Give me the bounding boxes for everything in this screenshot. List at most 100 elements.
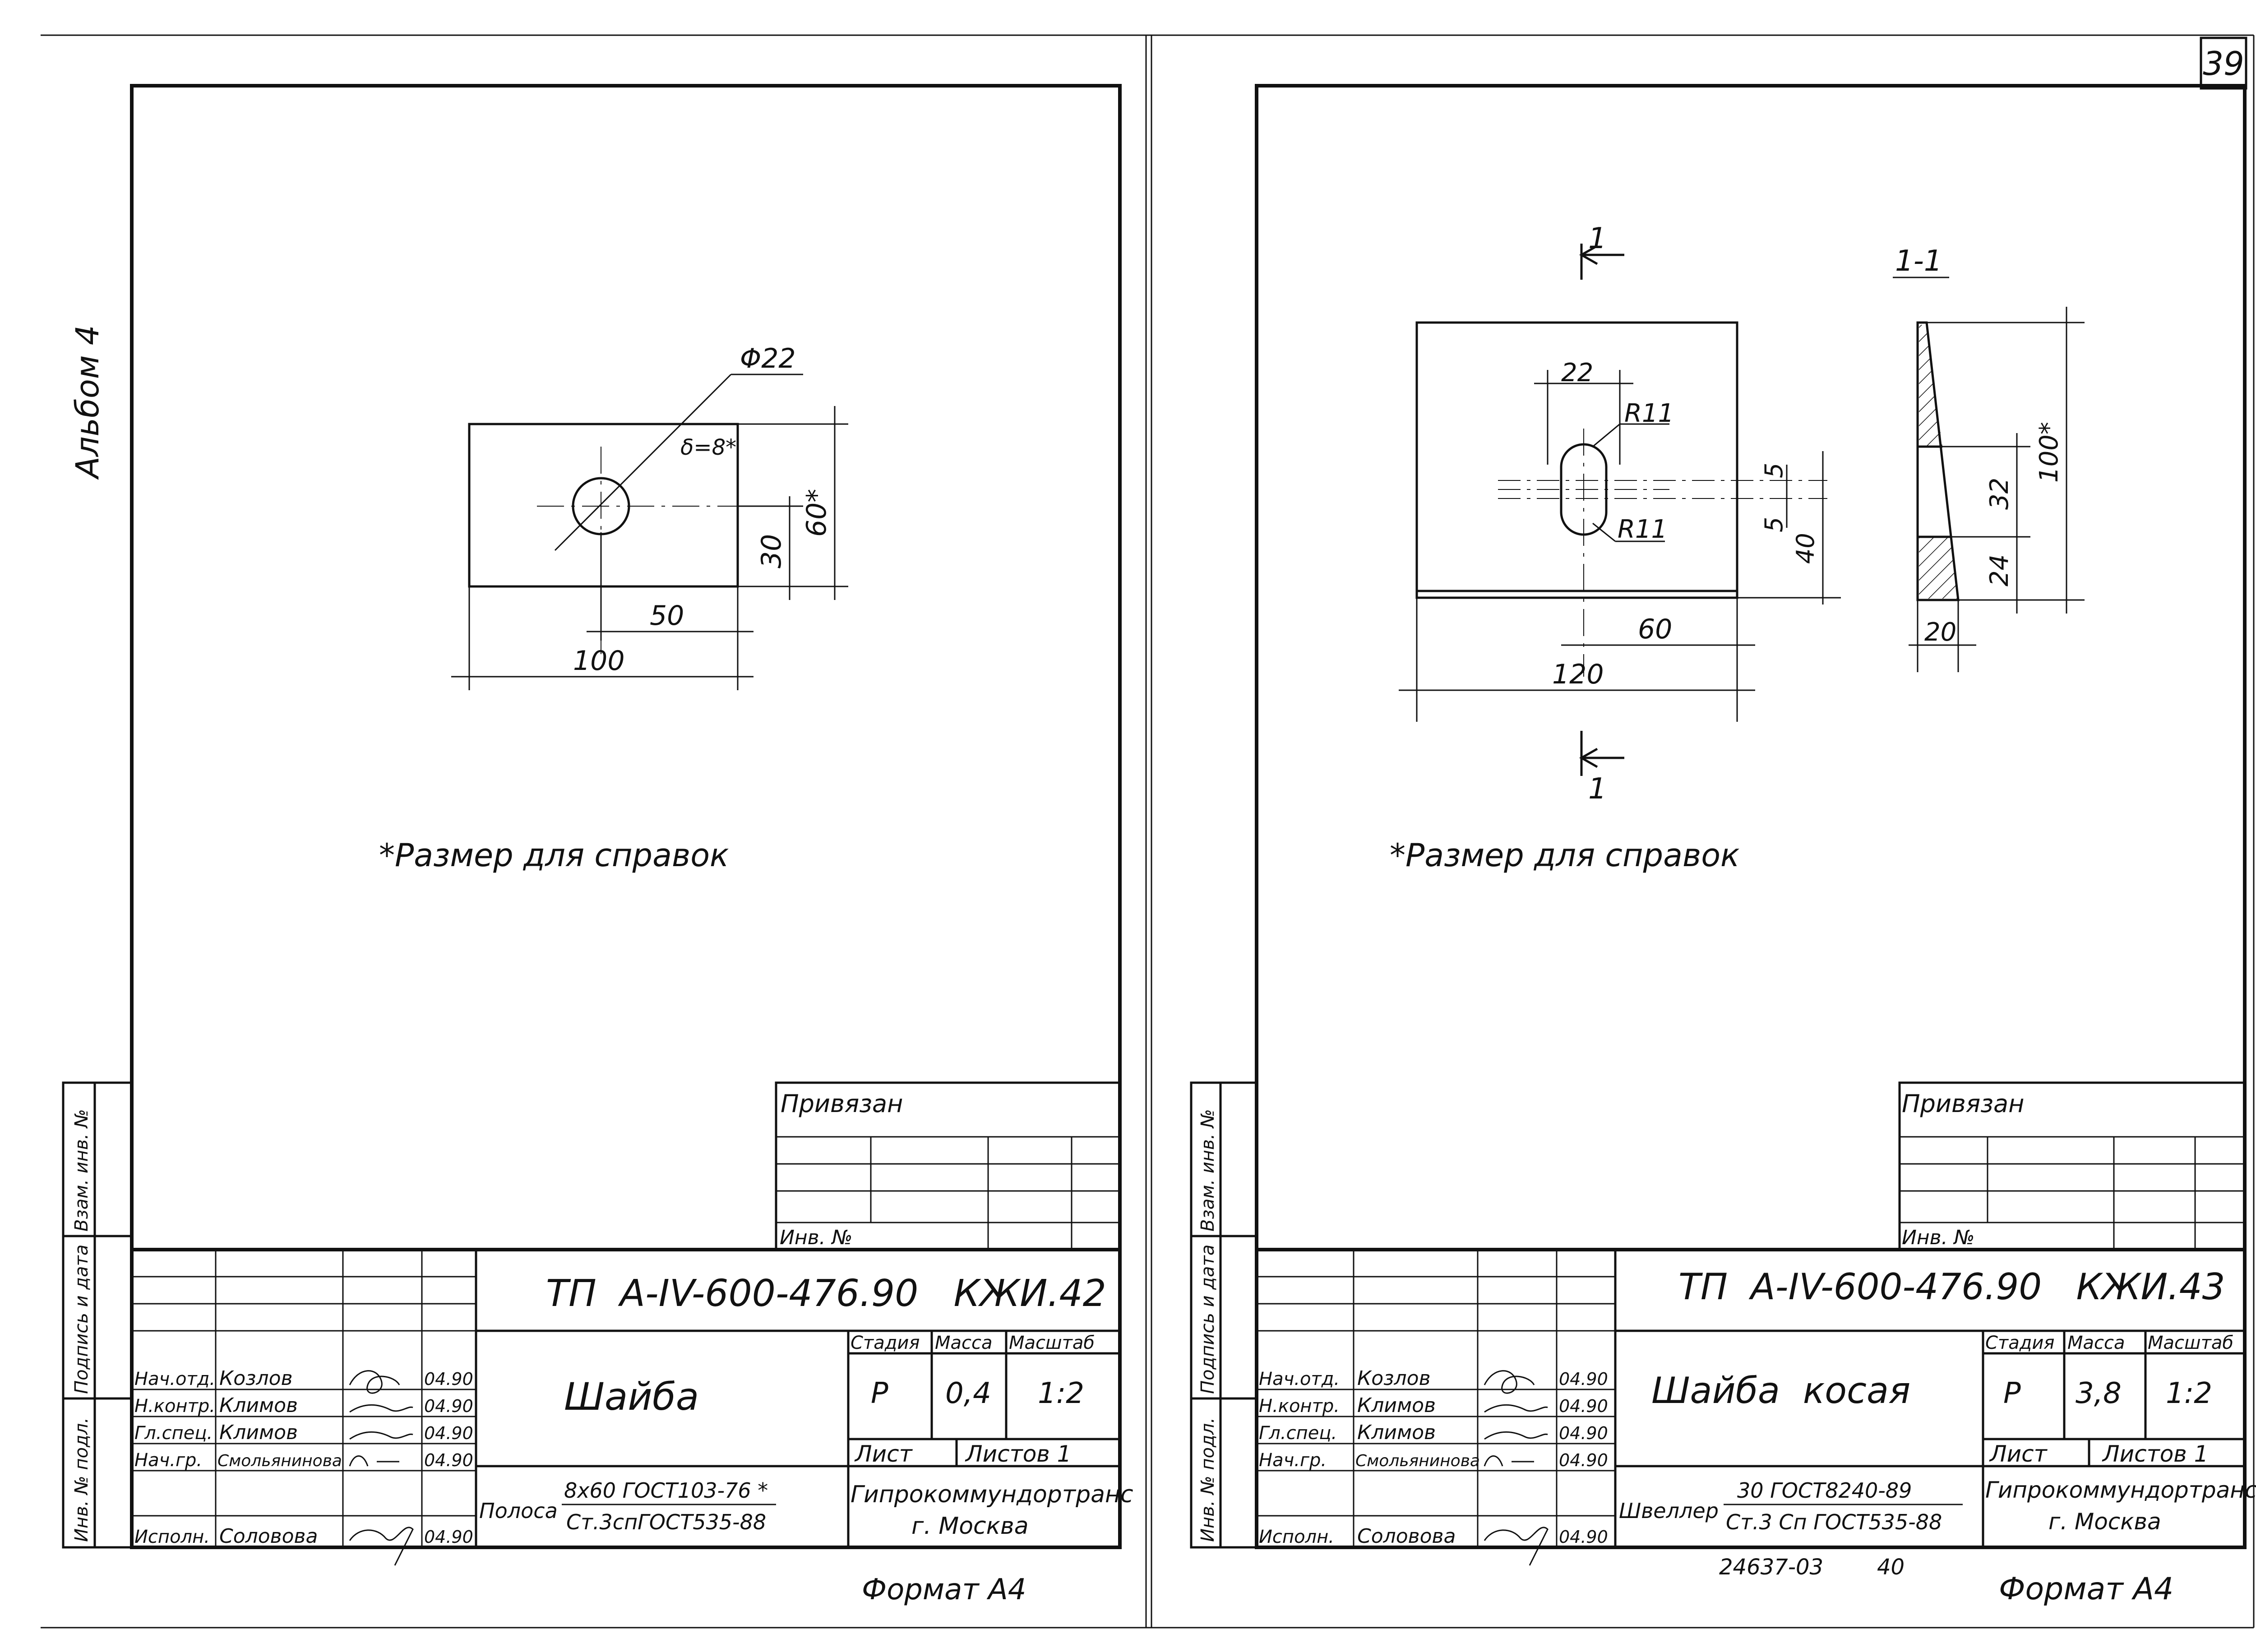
left-org-line1: Гипрокоммундортранс (851, 1481, 1133, 1508)
right-mass: 3,8 (2076, 1377, 2122, 1410)
left-format: Формат А4 (862, 1573, 1026, 1606)
right-attached-label: Привязан (1902, 1089, 2024, 1118)
left-side-stamp-1: Инв. № подл. (71, 1417, 92, 1542)
right-signer-role: Нач.гр. (1259, 1450, 1327, 1471)
left-signer-role: Нач.гр. (134, 1450, 202, 1471)
right-signature (1484, 1404, 1548, 1413)
left-header-stage: Стадия (851, 1333, 920, 1353)
right-signer-date: 04.90 (1559, 1396, 1608, 1416)
left-attached-block: Привязан Инв. № (775, 1081, 1121, 1251)
right-dim-r-top: R11 (1624, 399, 1674, 428)
left-header-scale: Масштаб (1009, 1333, 1095, 1353)
right-signer-name: Соловова (1357, 1525, 1456, 1548)
left-signer-row: Н.контр. Климов 04.90 (134, 1394, 473, 1417)
left-signature (349, 1431, 413, 1440)
left-signer-name: Климов (219, 1421, 298, 1444)
left-side-stamp-2: Подпись и дата (71, 1245, 92, 1394)
left-signer-row: Нач.гр. Смольянинова 04.90 (134, 1450, 473, 1471)
page-number-box: 39 (2200, 37, 2247, 90)
right-org-line2: г. Москва (2048, 1509, 2161, 1535)
outer-frame (41, 34, 2255, 1629)
right-material-bottom: Ст.3 Сп ГОСТ535-88 (1726, 1510, 1942, 1534)
left-dim-width: 100 (573, 645, 625, 677)
left-note: *Размер для справок (379, 837, 729, 874)
right-signer-role: Нач.отд. (1259, 1369, 1340, 1389)
left-sheets-label: Листов 1 (965, 1441, 1071, 1467)
right-material-prefix: Швеллер (1619, 1499, 1719, 1523)
right-dim-h32: 32 (1985, 478, 2014, 510)
left-material-bottom: Ст.3спГОСТ535-88 (566, 1510, 766, 1534)
right-side-stamp: Инв. № подл. Подпись и дата Взам. инв. № (1190, 1081, 1258, 1549)
right-washer-plan: 1 22 R11 R11 5 (1399, 222, 1841, 806)
right-header-stage: Стадия (1985, 1333, 2054, 1353)
right-signer-name: Климов (1357, 1421, 1436, 1444)
right-signer-role: Гл.спец. (1259, 1423, 1337, 1444)
right-stage: Р (2003, 1377, 2021, 1410)
right-inv-label: Инв. № (1902, 1226, 1974, 1249)
right-sheets-label: Листов 1 (2102, 1441, 2208, 1467)
right-signer-date: 04.90 (1559, 1369, 1608, 1389)
right-signer-name: Климов (1357, 1394, 1436, 1417)
right-signature (1484, 1431, 1548, 1440)
right-org-line1: Гипрокоммундортранс (1985, 1477, 2256, 1503)
right-scale: 1:2 (2166, 1377, 2212, 1410)
left-signer-role: Гл.спец. (134, 1423, 213, 1444)
right-signature (1484, 1455, 1534, 1467)
left-doc-code: ТП А-IV-600-476.90 КЖИ.42 (546, 1272, 1106, 1315)
left-signer-name: Климов (219, 1394, 298, 1417)
left-washer-drawing: Φ22 δ=8* 60* 30 50 100 (451, 343, 848, 690)
right-side-stamp-1: Инв. № подл. (1197, 1417, 1218, 1542)
right-signer-row: Гл.спец. Климов 04.90 (1259, 1421, 1608, 1444)
left-header-mass: Масса (935, 1333, 993, 1353)
right-signature (1484, 1370, 1535, 1394)
right-signer-name: Смольянинова (1355, 1452, 1480, 1470)
right-header-mass: Масса (2067, 1333, 2125, 1353)
page-number: 39 (2203, 45, 2244, 83)
left-side-stamp: Инв. № подл. Подпись и дата Взам. инв. № (62, 1081, 133, 1549)
left-signature (349, 1404, 413, 1413)
right-title-block: ТП А-IV-600-476.90 КЖИ.43 Шайба косая Ст… (1255, 1248, 2256, 1566)
left-stage: Р (871, 1377, 888, 1410)
right-dim-gap-top: 5 (1760, 463, 1788, 478)
right-sheet: Инв. № подл. Подпись и дата Взам. инв. №… (1190, 84, 2256, 1607)
left-attached-label: Привязан (781, 1089, 903, 1118)
left-inv-label: Инв. № (780, 1226, 852, 1249)
left-signer-date: 04.90 (424, 1396, 473, 1416)
right-section-mark-bottom: 1 (1588, 772, 1607, 806)
left-signer-date: 04.90 (424, 1369, 473, 1389)
left-signer-role: Н.контр. (134, 1396, 215, 1417)
left-dim-height: 60* (801, 489, 832, 537)
left-org-line2: г. Москва (911, 1513, 1029, 1540)
right-attached-block: Привязан Инв. № (1898, 1081, 2246, 1251)
left-signer-row: Гл.спец. Климов 04.90 (134, 1421, 473, 1444)
right-material-top: 30 ГОСТ8240-89 (1737, 1478, 1912, 1503)
right-signer-role: Исполн. (1259, 1527, 1334, 1547)
right-header-scale: Масштаб (2148, 1333, 2233, 1353)
left-material-prefix: Полоса (479, 1499, 558, 1523)
left-dim-hole-y: 30 (756, 534, 787, 568)
left-signature (349, 1370, 400, 1394)
right-doc-code: ТП А-IV-600-476.90 КЖИ.43 (1678, 1266, 2225, 1308)
right-title: Шайба косая (1651, 1370, 1910, 1412)
left-dim-diameter: Φ22 (740, 343, 796, 374)
left-signer-row: Исполн. Соловова 04.90 (134, 1525, 473, 1548)
right-dim-h24: 24 (1985, 554, 2014, 586)
right-section-view: 1-1 100* 32 24 20 (1893, 245, 2085, 672)
right-inner-frame (1255, 84, 2247, 1549)
right-signer-row: Нач.отд. Козлов 04.90 (1259, 1367, 1608, 1390)
right-dim-w20: 20 (1924, 618, 1956, 647)
right-signature (1484, 1527, 1549, 1566)
left-signer-date: 04.90 (424, 1450, 473, 1470)
left-dim-hole-x: 50 (650, 600, 684, 632)
right-dim-w60: 60 (1638, 614, 1672, 645)
right-side-stamp-2: Подпись и дата (1197, 1245, 1218, 1394)
left-signature (349, 1455, 399, 1467)
right-signer-role: Н.контр. (1259, 1396, 1340, 1417)
right-section-title: 1-1 (1895, 245, 1942, 278)
right-dim-r-bottom: R11 (1618, 515, 1667, 544)
right-dim-hole-w: 22 (1561, 358, 1593, 388)
right-dim-h100: 100* (2034, 422, 2064, 483)
right-format: Формат А4 (1999, 1571, 2173, 1607)
right-side-stamp-3: Взам. инв. № (1197, 1109, 1218, 1232)
